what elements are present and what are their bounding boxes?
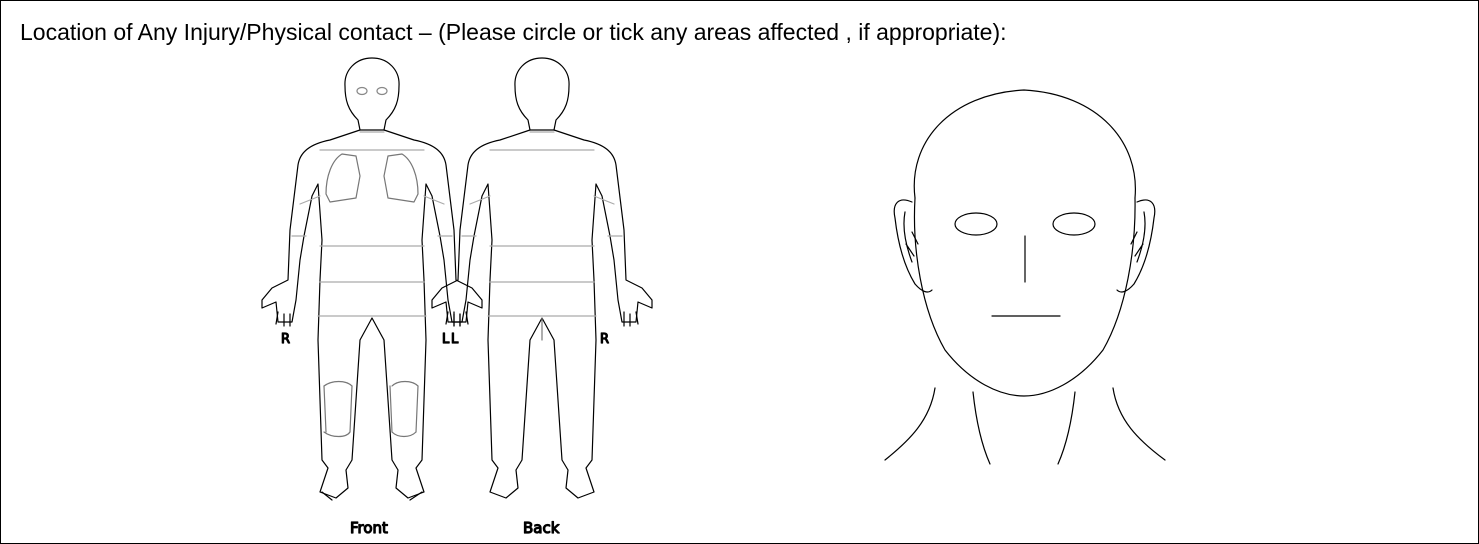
front-right-side-label: R bbox=[281, 332, 290, 347]
front-view-caption: Front bbox=[350, 519, 388, 537]
back-right-side-label: R bbox=[600, 332, 609, 347]
back-body-figure[interactable] bbox=[432, 58, 652, 498]
front-left-side-label: L bbox=[442, 332, 450, 347]
back-left-side-label: L bbox=[451, 332, 459, 347]
back-view-caption: Back bbox=[523, 519, 560, 537]
front-body-figure[interactable] bbox=[262, 58, 482, 500]
head-face-figure[interactable] bbox=[885, 90, 1165, 464]
